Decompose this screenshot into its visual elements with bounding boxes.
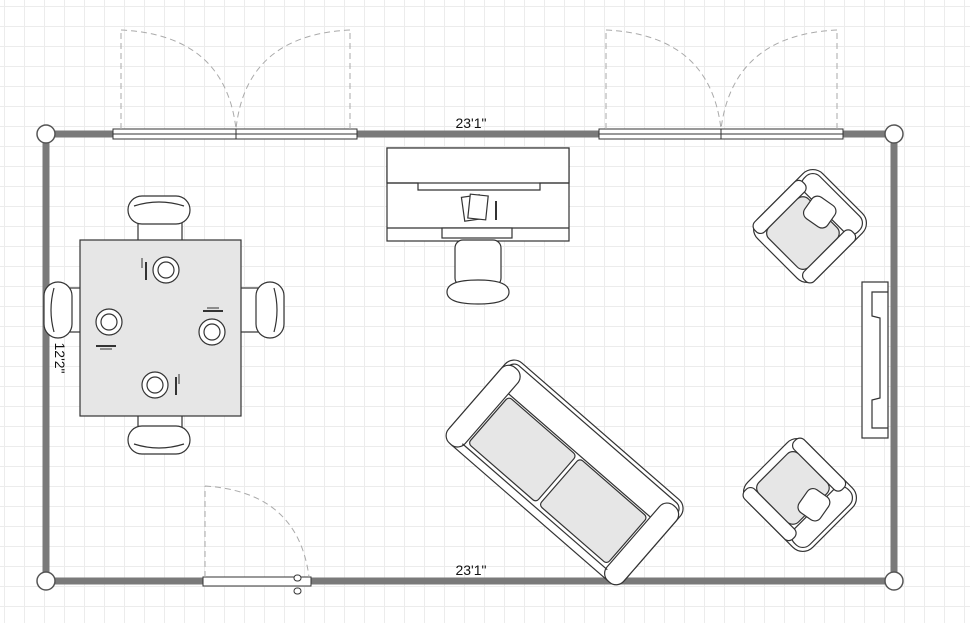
- single-door-bottom[interactable]: [202, 485, 312, 595]
- dining-chair-top[interactable]: [127, 195, 191, 245]
- corner-handle-top-left[interactable]: [36, 124, 56, 144]
- office-chair[interactable]: [446, 239, 510, 305]
- dimension-label-top: 23'1": [455, 115, 486, 131]
- corner-handle-bottom-left[interactable]: [36, 571, 56, 591]
- dimension-label-bottom: 23'1": [455, 562, 486, 578]
- place-setting-right: [198, 307, 226, 346]
- corner-handle-top-right[interactable]: [884, 124, 904, 144]
- place-setting-top: [141, 256, 180, 284]
- sofa[interactable]: [442, 355, 688, 589]
- armchair-bottom[interactable]: [738, 433, 862, 557]
- dimension-label-left: 12'2": [52, 342, 68, 373]
- french-door-right[interactable]: [598, 29, 844, 140]
- dining-set[interactable]: [43, 195, 285, 455]
- console-table[interactable]: [861, 281, 889, 439]
- place-setting-left: [95, 308, 123, 350]
- corner-handle-bottom-right[interactable]: [884, 571, 904, 591]
- desk-papers-icon: [460, 193, 497, 222]
- place-setting-bottom: [141, 371, 180, 399]
- desk[interactable]: [386, 147, 570, 242]
- french-door-left[interactable]: [112, 29, 358, 140]
- armchair-top[interactable]: [748, 164, 872, 288]
